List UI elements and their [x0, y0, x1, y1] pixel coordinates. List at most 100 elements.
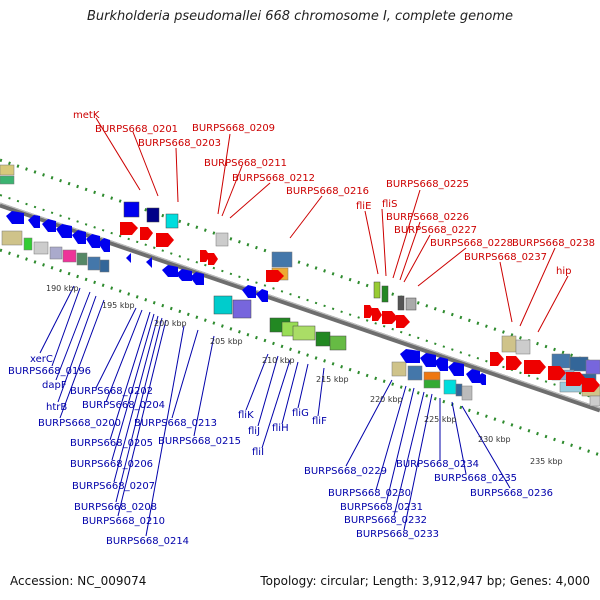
gene-label: BURPS668_0227 — [394, 225, 477, 236]
reverse-gene-arrow — [98, 238, 110, 252]
leader-line — [145, 325, 185, 537]
gene-label: fliH — [272, 423, 289, 434]
leader-line — [403, 234, 431, 283]
genome-summary-text: Topology: circular; Length: 3,912,947 bp… — [260, 574, 590, 588]
scale-label: 225 kbp — [424, 415, 457, 424]
feature-block — [62, 249, 77, 263]
feature-block — [585, 359, 600, 375]
feature-block — [87, 256, 101, 271]
gene-label: BURPS668_0212 — [232, 173, 315, 184]
reverse-gene-arrow — [176, 269, 192, 281]
leader-line — [345, 379, 393, 467]
gene-label: BURPS668_0196 — [8, 366, 91, 377]
leader-line — [171, 329, 199, 419]
gene-label: BURPS668_0236 — [470, 488, 553, 499]
leader-line — [221, 165, 243, 217]
accession-text: Accession: NC_009074 — [10, 574, 147, 588]
feature-block — [0, 175, 15, 185]
gene-label: BURPS668_0213 — [134, 418, 217, 429]
leader-line — [261, 359, 291, 449]
feature-block — [99, 259, 110, 273]
forward-gene-arrow — [506, 356, 522, 370]
gene-label: BURPS668_0233 — [356, 529, 439, 540]
leader-line — [375, 385, 407, 491]
top-gene-labels: metK BURPS668_0201 BURPS668_0203 BURPS66… — [73, 110, 595, 277]
leader-line — [51, 287, 81, 367]
gene-label: BURPS668_0204 — [82, 400, 165, 411]
feature-block — [443, 379, 457, 395]
feature-block — [381, 285, 389, 303]
feature-block — [501, 335, 517, 353]
leader-line — [95, 307, 137, 389]
leader-line — [364, 210, 379, 275]
gene-label: fliE — [356, 201, 371, 212]
feature-block — [215, 232, 229, 247]
leader-line — [257, 355, 279, 427]
backbone-highlight — [0, 202, 600, 409]
reverse-gene-arrow — [42, 219, 56, 232]
leader-line — [399, 221, 421, 281]
reverse-gene-arrow — [434, 357, 448, 371]
feature-block — [1, 230, 23, 246]
scale-label: 210 kbp — [262, 356, 295, 365]
feature-block — [461, 385, 473, 401]
gene-label: BURPS668_0201 — [95, 124, 178, 135]
reverse-gene-arrow — [476, 373, 486, 385]
scale-label: 215 kbp — [316, 375, 349, 384]
leader-line — [281, 361, 299, 425]
gene-label: metK — [73, 110, 100, 121]
gene-label: BURPS668_0234 — [396, 459, 479, 470]
gene-label: BURPS668_0214 — [106, 536, 189, 547]
gene-arrows — [6, 211, 600, 392]
leader-line — [499, 261, 513, 323]
leader-line — [117, 319, 167, 517]
forward-gene-arrow — [364, 305, 374, 318]
leader-line — [55, 291, 91, 381]
feature-block — [23, 237, 33, 251]
gene-label: BURPS668_0203 — [138, 138, 221, 149]
gene-label: BURPS668_0238 — [512, 238, 595, 249]
gene-label: xerC — [30, 354, 53, 365]
forward-gene-arrow — [396, 315, 410, 328]
top-leader-lines — [95, 117, 569, 333]
gene-label: BURPS668_0228 — [430, 238, 513, 249]
gene-label: fliS — [382, 199, 397, 210]
feature-block — [515, 339, 531, 355]
scale-label: 195 kbp — [102, 301, 135, 310]
gene-label: fliG — [292, 408, 309, 419]
leader-line — [392, 189, 421, 279]
reverse-gene-arrow — [146, 257, 152, 268]
feature-block — [551, 353, 571, 369]
feature-block — [455, 383, 463, 397]
reverse-gene-arrow — [400, 349, 420, 363]
leader-line — [95, 117, 141, 191]
forward-gene-arrow — [524, 360, 546, 374]
feature-block — [315, 331, 331, 347]
leader-line — [385, 387, 415, 505]
gene-label: BURPS668_0232 — [344, 515, 427, 526]
gene-label: BURPS668_0211 — [204, 158, 287, 169]
reverse-gene-arrow — [448, 362, 464, 376]
forward-gene-arrow — [382, 311, 398, 324]
leader-line — [461, 405, 511, 489]
gene-label: BURPS668_0231 — [340, 502, 423, 513]
feature-block — [146, 207, 160, 223]
leader-line — [229, 182, 271, 219]
gene-label: fliJ — [248, 426, 260, 437]
forward-gene-arrow — [372, 308, 382, 321]
feature-block — [329, 335, 347, 351]
leader-line — [393, 391, 425, 517]
leader-line — [57, 295, 97, 403]
feature-block — [213, 295, 233, 315]
leader-line — [289, 195, 323, 239]
feature-block — [589, 395, 600, 407]
gene-label: BURPS668_0200 — [38, 418, 121, 429]
feature-block — [405, 297, 417, 311]
leader-line — [39, 285, 75, 354]
gene-label: BURPS668_0210 — [82, 516, 165, 527]
scale-label: 200 kbp — [154, 319, 187, 328]
reverse-gene-arrow — [256, 289, 268, 302]
leader-line — [451, 401, 467, 475]
